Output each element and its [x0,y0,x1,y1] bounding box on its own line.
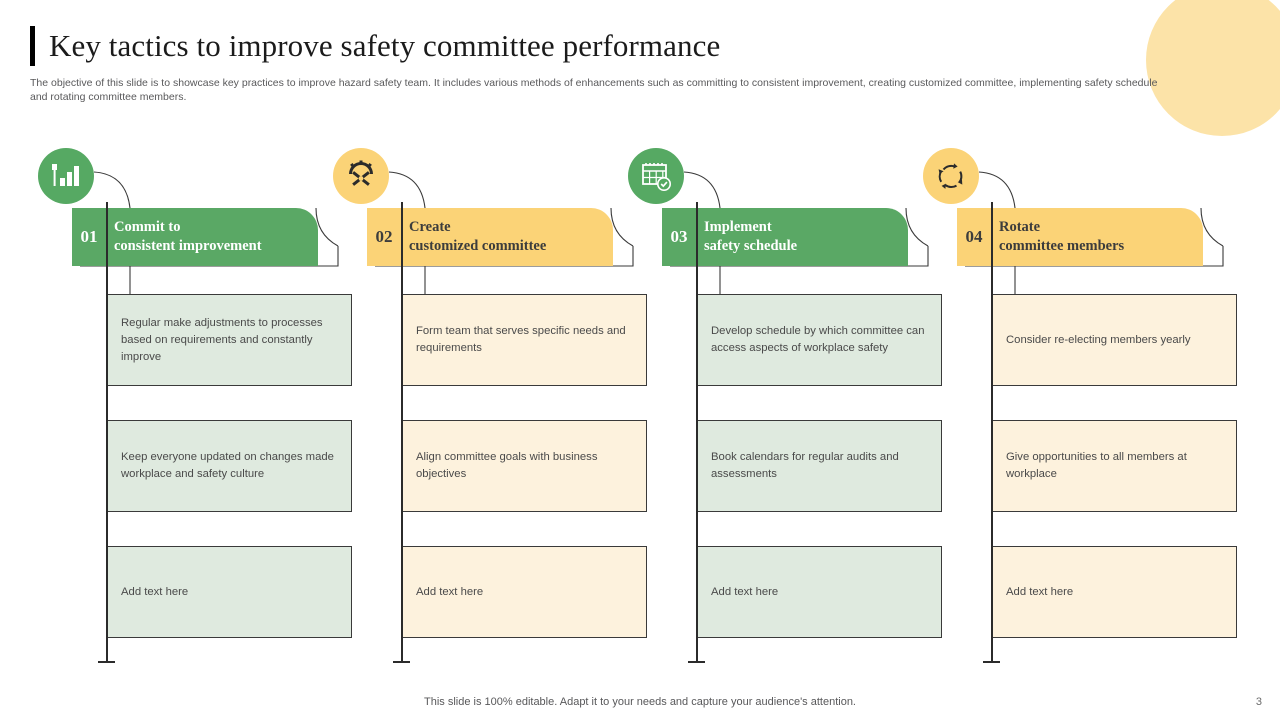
tactic-item[interactable]: Keep everyone updated on changes made wo… [106,420,352,512]
tactic-item[interactable]: Develop schedule by which committee can … [696,294,942,386]
tactic-item[interactable]: Add text here [401,546,647,638]
column-heading-line1: Commit to [114,219,181,235]
column-heading-line1: Implement [704,219,772,235]
tactic-item[interactable]: Form team that serves specific needs and… [401,294,647,386]
editable-note: This slide is 100% editable. Adapt it to… [424,696,856,708]
column-spine-foot [98,661,115,663]
column-heading-line2: consistent improvement [114,238,262,254]
column-spine [991,202,993,662]
column-header-3[interactable]: 03 Implement safety schedule [662,208,908,266]
tactics-board: 01 Commit to consistent improvement Regu… [0,140,1280,670]
tactic-item[interactable]: Align committee goals with business obje… [401,420,647,512]
rotate-arrows-icon [923,148,979,204]
bar-chart-growth-icon [38,148,94,204]
tactic-item[interactable]: Book calendars for regular audits and as… [696,420,942,512]
column-heading-line2: safety schedule [704,238,798,254]
tactic-item[interactable]: Add text here [106,546,352,638]
page-number: 3 [1255,696,1262,708]
tactic-column-3: 03 Implement safety schedule Develop sch… [620,140,942,670]
tactic-item[interactable]: Consider re-electing members yearly [991,294,1237,386]
column-number: 04 [965,227,983,246]
tactic-column-1: 01 Commit to consistent improvement Regu… [30,140,352,670]
slide-header: Key tactics to improve safety committee … [30,26,1180,104]
tactic-item[interactable]: Regular make adjustments to processes ba… [106,294,352,386]
column-spine-foot [983,661,1000,663]
column-heading-line1: Rotate [999,219,1041,235]
decorative-corner-circle [1146,0,1280,136]
column-header-1[interactable]: 01 Commit to consistent improvement [72,208,318,266]
column-number: 03 [670,227,688,246]
column-heading: Implement safety schedule [696,218,797,256]
title-bar: Key tactics to improve safety committee … [30,26,1180,66]
calendar-check-icon [628,148,684,204]
column-heading: Create customized committee [401,218,546,256]
tactic-item[interactable]: Add text here [991,546,1237,638]
tactic-column-4: 04 Rotate committee members Consider re-… [915,140,1237,670]
gear-tools-icon [333,148,389,204]
column-number: 01 [80,227,98,246]
column-spine [401,202,403,662]
column-header-2[interactable]: 02 Create customized committee [367,208,613,266]
slide-subtitle: The objective of this slide is to showca… [30,77,1158,103]
column-heading-line2: committee members [999,238,1125,254]
page-title: Key tactics to improve safety committee … [49,28,721,63]
tactic-item[interactable]: Give opportunities to all members at wor… [991,420,1237,512]
column-heading-line2: customized committee [409,238,547,254]
column-spine [106,202,108,662]
column-heading-line1: Create [409,219,451,235]
tactic-column-2: 02 Create customized committee Form team… [325,140,647,670]
column-heading: Rotate committee members [991,218,1124,256]
column-header-4[interactable]: 04 Rotate committee members [957,208,1203,266]
column-spine [696,202,698,662]
column-spine-foot [393,661,410,663]
column-spine-foot [688,661,705,663]
title-accent-bar [30,26,35,66]
column-number: 02 [375,227,393,246]
column-heading: Commit to consistent improvement [106,218,262,256]
tactic-item[interactable]: Add text here [696,546,942,638]
